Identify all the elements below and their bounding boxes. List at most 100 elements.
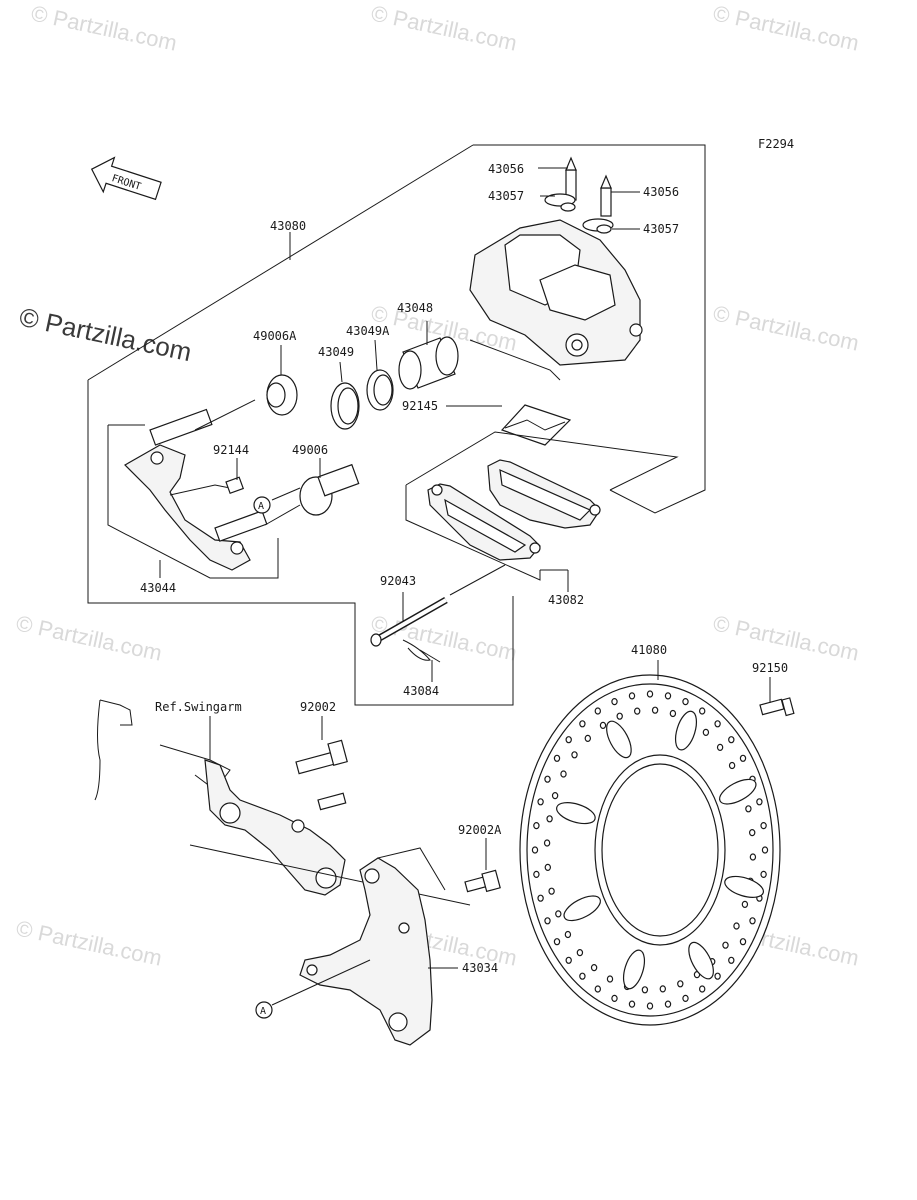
disc-hole	[699, 707, 706, 715]
disc-hole	[659, 985, 667, 993]
watermark: © Partzilla.com	[711, 610, 861, 665]
disc-slot	[719, 778, 757, 805]
part-label-41080: 41080	[631, 643, 667, 657]
disc-hole	[584, 734, 592, 743]
part-label-92043: 92043	[380, 574, 416, 588]
part-label-92145: 92145	[402, 399, 438, 413]
part-label-49006a: 49006A	[253, 329, 297, 343]
watermark: © Partzilla.com	[14, 915, 164, 970]
disc-hole	[722, 941, 729, 949]
piston-43048	[398, 336, 459, 390]
svg-text:A: A	[258, 501, 264, 512]
disc-hole	[543, 839, 551, 847]
disc-hole	[548, 887, 555, 895]
disc-hole	[560, 770, 567, 778]
disc-hole	[616, 712, 623, 720]
disc-hole	[546, 815, 553, 823]
disc-hole	[745, 805, 752, 813]
part-label-43084: 43084	[403, 684, 439, 698]
part-label-43057: 43057	[488, 189, 524, 203]
pad-spring-92145	[500, 404, 572, 446]
disc-holes	[531, 690, 769, 1010]
washer-right	[582, 218, 614, 234]
disc-hole	[571, 751, 578, 759]
disc-hole	[579, 972, 586, 980]
disc-hole	[714, 972, 721, 980]
part-label-43048: 43048	[397, 301, 433, 315]
disc-hole	[761, 846, 769, 854]
boot-49006	[299, 463, 360, 516]
disc-hole	[544, 775, 551, 783]
disc-hole	[749, 853, 757, 861]
clip-43084	[402, 639, 441, 663]
disc-hole	[739, 938, 747, 946]
disc-hole	[669, 709, 677, 718]
pad-pin-92043	[370, 564, 506, 647]
disc-hole	[565, 956, 572, 964]
disc-hole	[565, 736, 572, 744]
leader-lines	[159, 167, 771, 1006]
part-label-43049: 43049	[318, 345, 354, 359]
disc-hole	[634, 707, 641, 715]
watermark: © Partzilla.com	[369, 0, 519, 55]
disc-hole	[682, 697, 689, 706]
part-label-43034: 43034	[462, 961, 498, 975]
disc-hole	[646, 1002, 654, 1010]
disc-hole	[579, 720, 586, 728]
disc-hole	[576, 948, 584, 957]
seal-43049	[330, 382, 360, 430]
disc-hole	[544, 917, 551, 925]
disc-hole	[733, 922, 740, 930]
watermark: © Partzilla.com	[711, 300, 861, 355]
diagram-code: F2294	[758, 137, 794, 151]
disc-hole	[537, 798, 544, 806]
disc-hole	[702, 728, 710, 737]
disc-hole	[590, 963, 598, 972]
part-label-43056: 43056	[488, 162, 524, 176]
bolt-92150	[759, 697, 795, 717]
caliper-assembly-outline	[87, 144, 706, 706]
boot-49006A	[266, 374, 298, 416]
svg-text:A: A	[260, 1006, 266, 1017]
disc-hole	[716, 743, 724, 752]
part-label-43080: 43080	[270, 219, 306, 233]
bracket-43044	[107, 399, 301, 579]
disc-hole	[728, 956, 735, 964]
part-label-43082: 43082	[548, 593, 584, 607]
disc-hole	[699, 985, 706, 993]
disc-hole	[555, 910, 562, 918]
part-labels: 43056 43056 43057 43057 43080 43048 4304…	[140, 162, 788, 975]
seal-43049A	[366, 369, 394, 411]
disc-hole	[664, 692, 672, 700]
disc-slot	[556, 802, 596, 825]
disc-slot	[622, 949, 646, 990]
disc-hole	[611, 697, 618, 706]
disc-slot	[724, 875, 764, 898]
disc-hole	[594, 707, 602, 715]
watermark: © Partzilla.com	[369, 610, 519, 665]
bleed-valve-left	[565, 156, 577, 201]
bolt-92002	[295, 739, 348, 811]
disc-hole	[664, 1000, 672, 1008]
disc-hole	[599, 721, 607, 730]
bracket-43034	[299, 847, 446, 1046]
disc-hole	[531, 846, 539, 854]
disc-hole	[728, 736, 735, 744]
watermark-dark: © Partzilla.com	[17, 302, 195, 368]
disc-hole	[741, 900, 749, 909]
swingarm-ref	[94, 699, 471, 906]
disc-hole	[677, 980, 684, 988]
disc-hole	[628, 692, 636, 700]
part-label-43049a: 43049A	[346, 324, 390, 338]
disc-hole	[728, 761, 736, 770]
caliper-body	[469, 219, 643, 381]
disc-hole	[553, 754, 561, 762]
washer-left	[544, 193, 576, 212]
disc-hole	[651, 706, 659, 714]
disc-hole	[594, 985, 602, 993]
disc-hole	[749, 917, 756, 925]
disc-hole	[544, 863, 552, 872]
part-label-92002: 92002	[300, 700, 336, 714]
part-label-43056: 43056	[643, 185, 679, 199]
